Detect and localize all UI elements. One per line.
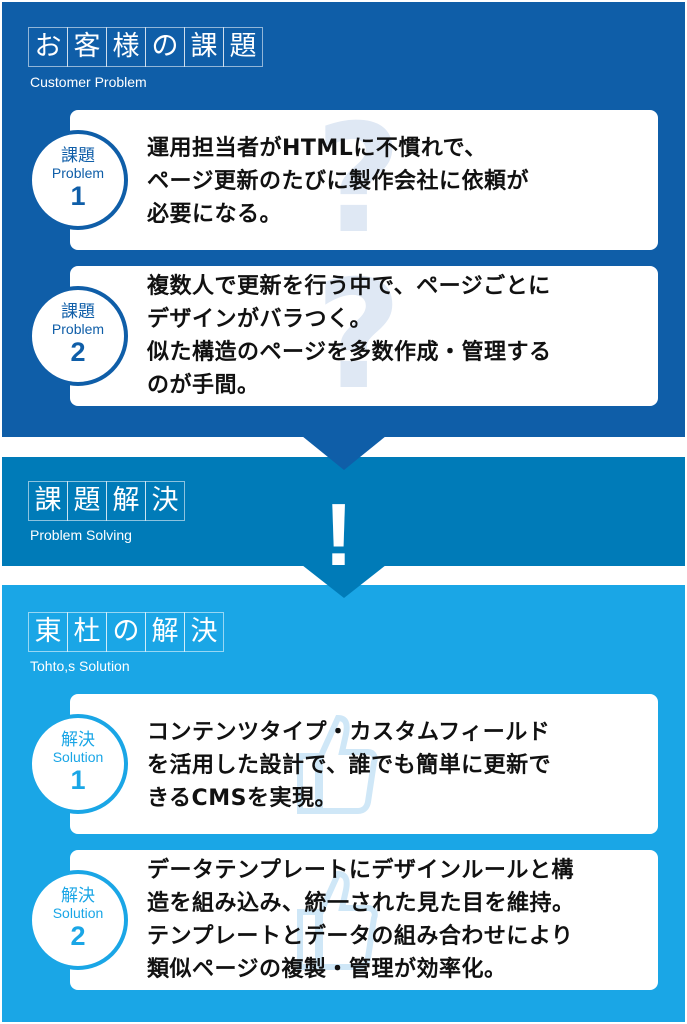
problem-text: 運用担当者がHTMLに不慣れで、 ページ更新のたびに製作会社に依頼が 必要になる… <box>147 136 530 227</box>
solution-text: コンテンツタイプ・カスタムフィールド を活用した設計で、誰でも簡単に更新で きる… <box>147 720 552 811</box>
solution-badge-1: 解決 Solution 1 <box>28 714 128 814</box>
badge-label-en: Problem <box>51 165 105 181</box>
badge-label-en: Solution <box>52 749 104 765</box>
problem-card-2: ? 複数人で更新を行う中で、ページごとに デザインがバラつく。 似た構造のページ… <box>70 266 658 406</box>
solution-text: データテンプレートにデザインルールと構 造を組み込み、統一された見た目を維持。 … <box>147 858 575 982</box>
section-title: お客様の課題 <box>28 27 263 67</box>
title-char: お <box>28 27 68 67</box>
title-char: 解 <box>106 481 146 521</box>
solution-card-1: コンテンツタイプ・カスタムフィールド を活用した設計で、誰でも簡単に更新で きる… <box>70 694 658 834</box>
problem-badge-1: 課題 Problem 1 <box>28 130 128 230</box>
badge-label-en: Problem <box>51 321 105 337</box>
section-subtitle: Tohto,s Solution <box>30 658 130 674</box>
badge-label-jp: 課題 <box>61 302 95 321</box>
problem-badge-2: 課題 Problem 2 <box>28 286 128 386</box>
down-arrow <box>302 436 386 470</box>
badge-number: 1 <box>70 765 86 795</box>
solution-section: 東杜の解決 Tohto,s Solution コンテンツタイプ・カスタムフィール… <box>2 585 685 1022</box>
title-char: 解 <box>145 612 185 652</box>
problem-card-1: ? 運用担当者がHTMLに不慣れで、 ページ更新のたびに製作会社に依頼が 必要に… <box>70 110 658 250</box>
section-subtitle: Problem Solving <box>30 527 132 543</box>
title-char: 決 <box>184 612 224 652</box>
exclamation-icon: ! <box>324 485 354 584</box>
title-char: の <box>106 612 146 652</box>
badge-label-en: Solution <box>52 905 104 921</box>
title-char: 題 <box>223 27 263 67</box>
badge-label-jp: 解決 <box>61 730 95 749</box>
thumbs-up-icon <box>297 714 378 814</box>
title-char: 決 <box>145 481 185 521</box>
title-char: 課 <box>184 27 224 67</box>
title-char: 様 <box>106 27 146 67</box>
question-mark-icon: ? <box>315 110 403 250</box>
title-char: の <box>145 27 185 67</box>
title-char: 題 <box>67 481 107 521</box>
section-subtitle: Customer Problem <box>30 74 147 90</box>
title-char: 課 <box>28 481 68 521</box>
section-title: 東杜の解決 <box>28 612 224 652</box>
badge-number: 2 <box>70 337 86 367</box>
badge-label-jp: 課題 <box>61 146 95 165</box>
badge-number: 2 <box>70 921 86 951</box>
question-mark-icon: ? <box>315 266 403 406</box>
title-char: 杜 <box>67 612 107 652</box>
customer-problem-section: お客様の課題 Customer Problem ? 運用担当者がHTMLに不慣れ… <box>2 2 685 437</box>
problem-text: 複数人で更新を行う中で、ページごとに デザインがバラつく。 似た構造のページを多… <box>147 274 552 398</box>
section-title: 課題解決 <box>28 481 185 521</box>
solution-badge-2: 解決 Solution 2 <box>28 870 128 970</box>
title-char: 客 <box>67 27 107 67</box>
title-char: 東 <box>28 612 68 652</box>
down-arrow <box>302 565 386 598</box>
solution-card-2: データテンプレートにデザインルールと構 造を組み込み、統一された見た目を維持。 … <box>70 850 658 990</box>
badge-label-jp: 解決 <box>61 886 95 905</box>
badge-number: 1 <box>70 181 86 211</box>
problem-solving-section: 課題解決 Problem Solving <box>2 457 685 566</box>
thumbs-up-icon <box>297 870 378 970</box>
